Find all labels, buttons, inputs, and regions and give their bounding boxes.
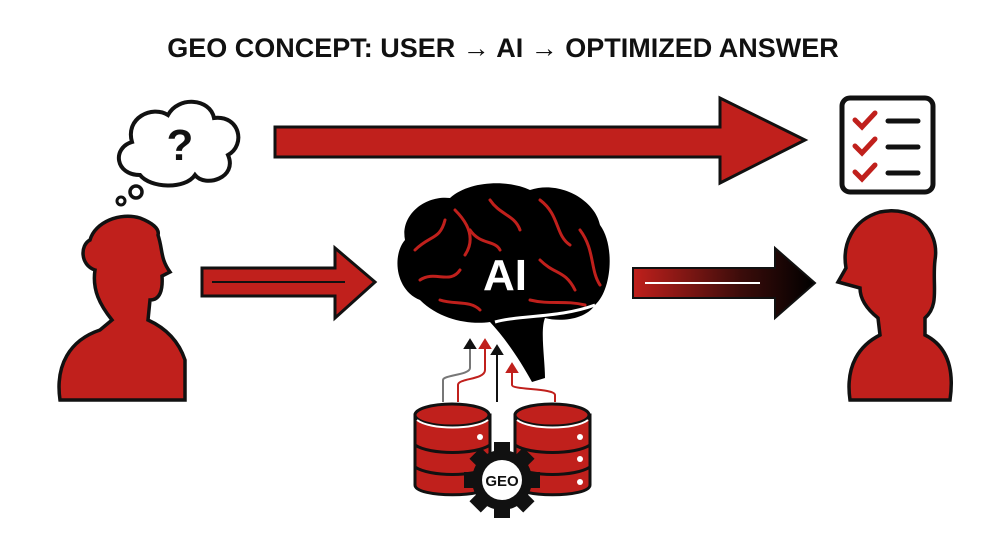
- thought-bubble-icon: ?: [115, 99, 241, 207]
- data-flow-arrows-icon: [442, 338, 556, 402]
- person-icon: [835, 209, 953, 402]
- top-arrow-icon: [273, 95, 809, 186]
- question-mark: ?: [167, 121, 194, 170]
- arrow-ai-to-person-icon: [632, 245, 817, 321]
- title: GEO CONCEPT: USER → AI → OPTIMIZED ANSWE…: [167, 33, 839, 63]
- ai-label: AI: [483, 251, 527, 300]
- user-icon: [57, 214, 187, 402]
- geo-label: GEO: [485, 473, 519, 490]
- brain-icon: AI: [397, 183, 610, 382]
- gear-icon: GEO: [464, 442, 540, 518]
- arrow-user-to-ai-icon: [200, 244, 378, 322]
- checklist-icon: [839, 95, 936, 195]
